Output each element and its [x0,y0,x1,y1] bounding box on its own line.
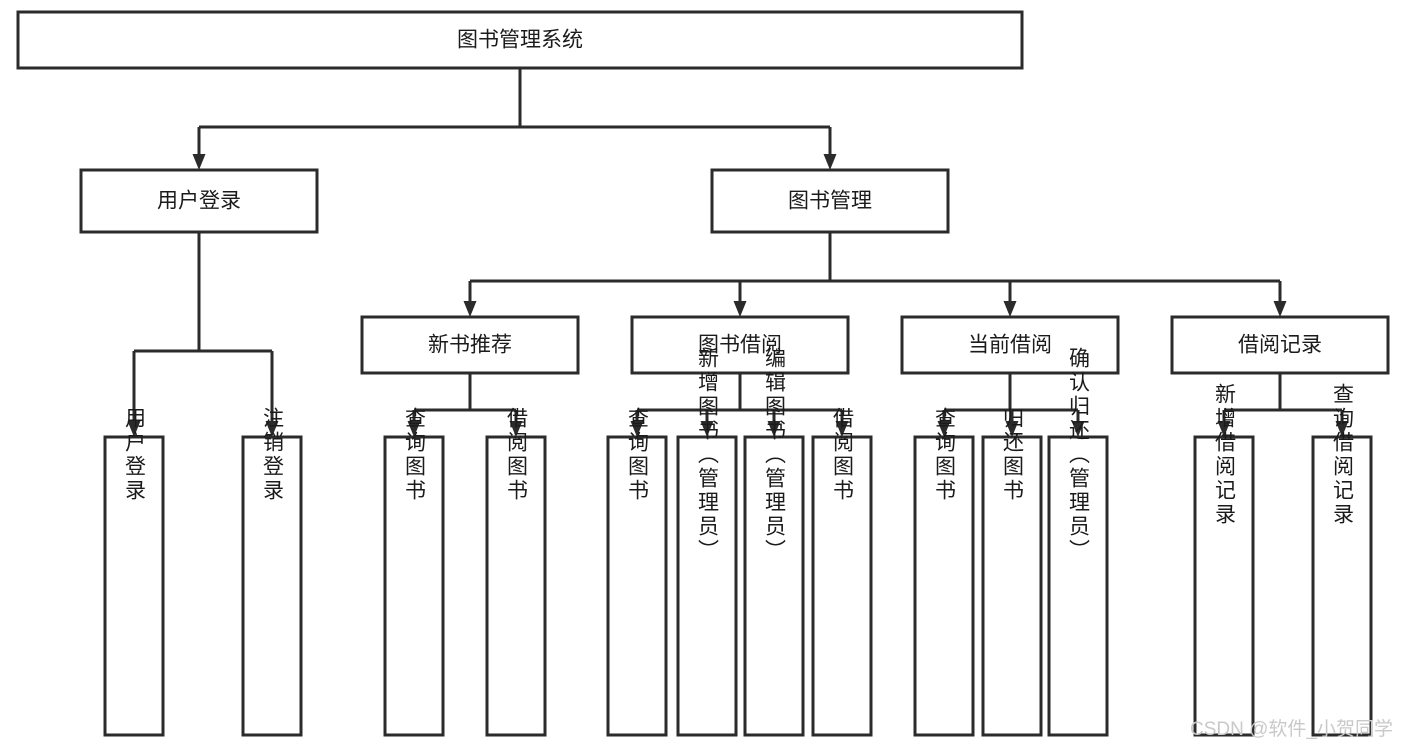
node-box-leaf_10[interactable] [1047,435,1109,737]
node-l2_1[interactable]: 图书借阅 [630,315,850,375]
edge-group-l2_3 [1217,373,1349,437]
node-l2_0[interactable]: 新书推荐 [360,315,580,375]
node-leaf_5[interactable]: 新增图书（管理员） [676,347,738,737]
node-leaf_6[interactable]: 编辑图书（管理员） [743,347,805,737]
node-l2_3[interactable]: 借阅记录 [1170,315,1390,375]
node-box-l2_2[interactable] [900,315,1120,375]
node-box-leaf_8[interactable] [913,435,975,737]
node-leaf_2[interactable]: 查询图书 [383,407,445,737]
edge-group-l2_2 [937,373,1085,437]
node-box-l2_1[interactable] [630,315,850,375]
node-box-l1_0[interactable] [79,168,319,234]
node-box-l1_1[interactable] [710,168,950,234]
edge-group-root [192,68,837,170]
node-box-leaf_2[interactable] [383,435,445,737]
node-box-leaf_3[interactable] [485,435,547,737]
node-label-l2_2: 当前借阅 [968,334,1052,357]
edge-group-l2_0 [407,373,523,437]
edge-group-l1_0 [127,232,279,437]
node-leaf_9[interactable]: 归还图书 [981,407,1043,737]
node-label-leaf_2: 查询图书 [403,407,427,503]
node-box-leaf_6[interactable] [743,435,805,737]
node-label-l2_3: 借阅记录 [1238,334,1322,357]
node-box-leaf_1[interactable] [241,435,303,737]
node-label-leaf_0: 用户登录 [123,407,147,503]
node-leaf_11[interactable]: 新增借阅记录 [1193,383,1255,737]
node-label-leaf_12: 查询借阅记录 [1331,383,1355,527]
node-box-leaf_5[interactable] [676,435,738,737]
node-box-l2_0[interactable] [360,315,580,375]
node-leaf_12[interactable]: 查询借阅记录 [1311,383,1373,737]
node-leaf_1[interactable]: 注销登录 [241,407,303,737]
node-box-leaf_9[interactable] [981,435,1043,737]
edge-group-l1_1 [463,232,1287,317]
node-label-l1_1: 图书管理 [788,190,872,213]
node-leaf_7[interactable]: 借阅图书 [811,407,873,737]
node-label-root: 图书管理系统 [457,29,583,52]
node-label-leaf_8: 查询图书 [933,407,957,503]
edges-layer [127,68,1349,437]
edge-group-l2_1 [630,373,849,437]
node-label-leaf_11: 新增借阅记录 [1213,383,1237,527]
node-label-leaf_10: 确认归还（管理员） [1067,347,1091,563]
node-box-leaf_7[interactable] [811,435,873,737]
node-box-leaf_12[interactable] [1311,435,1373,737]
node-label-l1_0: 用户登录 [157,190,241,213]
node-box-root[interactable] [16,10,1024,70]
node-l1_0[interactable]: 用户登录 [79,168,319,234]
node-leaf_8[interactable]: 查询图书 [913,407,975,737]
node-label-leaf_5: 新增图书（管理员） [696,347,720,563]
node-label-leaf_7: 借阅图书 [831,407,855,503]
node-label-leaf_4: 查询图书 [626,407,650,503]
node-label-l2_0: 新书推荐 [428,334,512,357]
nodes-layer: 图书管理系统用户登录图书管理新书推荐图书借阅当前借阅借阅记录用户登录注销登录查询… [16,10,1390,737]
node-l2_2[interactable]: 当前借阅 [900,315,1120,375]
node-box-leaf_11[interactable] [1193,435,1255,737]
node-label-leaf_3: 借阅图书 [505,407,529,503]
node-l1_1[interactable]: 图书管理 [710,168,950,234]
node-label-leaf_6: 编辑图书（管理员） [763,347,787,563]
node-leaf_4[interactable]: 查询图书 [606,407,668,737]
node-label-leaf_1: 注销登录 [261,407,285,503]
node-leaf_0[interactable]: 用户登录 [103,407,165,737]
node-leaf_3[interactable]: 借阅图书 [485,407,547,737]
node-box-leaf_0[interactable] [103,435,165,737]
node-root[interactable]: 图书管理系统 [16,10,1024,70]
node-leaf_10[interactable]: 确认归还（管理员） [1047,347,1109,737]
node-box-leaf_4[interactable] [606,435,668,737]
node-box-l2_3[interactable] [1170,315,1390,375]
node-label-l2_1: 图书借阅 [698,334,782,357]
node-label-leaf_9: 归还图书 [1001,407,1025,503]
